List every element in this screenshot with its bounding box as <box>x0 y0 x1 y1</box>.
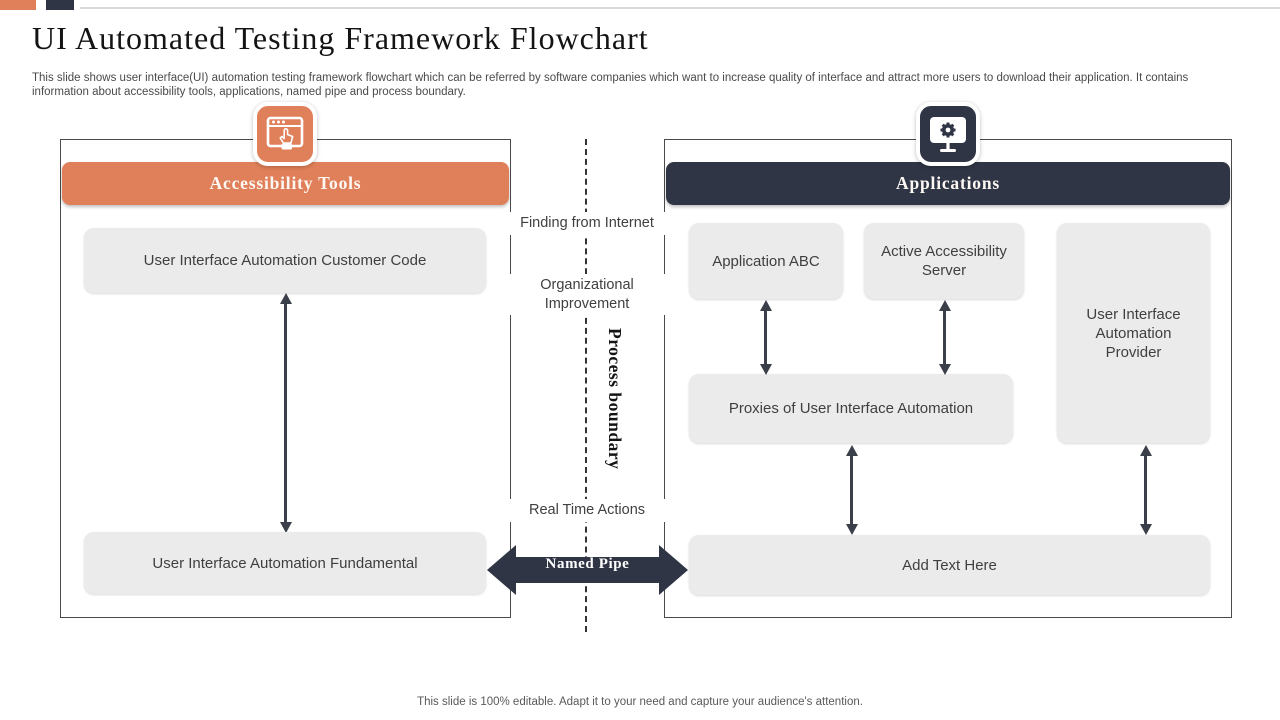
arrow-server-proxies <box>943 310 946 365</box>
flow-box-customer-code[interactable]: User Interface Automation Customer Code <box>84 228 486 293</box>
browser-click-icon-graphic <box>266 116 304 150</box>
editable-note: This slide is 100% editable. Adapt it to… <box>417 696 863 708</box>
label-real-time-actions: Real Time Actions <box>507 499 667 522</box>
named-pipe-label: Named Pipe <box>545 556 630 572</box>
applications-header-label: Applications <box>896 173 1000 193</box>
flow-box-application-abc[interactable]: Application ABC <box>689 223 843 299</box>
flow-box-ui-automation-provider[interactable]: User Interface Automation Provider <box>1057 223 1210 443</box>
process-boundary-dashed-line <box>585 139 587 632</box>
slide-description: This slide shows user interface(UI) auto… <box>32 72 1189 98</box>
accent-bar-dark <box>46 0 74 10</box>
arrow-customer-fundamental <box>284 303 287 523</box>
flow-box-active-accessibility-server[interactable]: Active Accessibility Server <box>864 223 1024 299</box>
flow-box-fundamental[interactable]: User Interface Automation Fundamental <box>84 532 486 594</box>
page-title: UI Automated Testing Framework Flowchart <box>32 20 649 56</box>
applications-header: Applications <box>666 162 1230 205</box>
named-pipe-arrow <box>487 545 688 595</box>
arrow-proxies-addtext <box>850 455 853 525</box>
browser-click-icon <box>253 102 317 166</box>
flow-box-add-text-here[interactable]: Add Text Here <box>689 535 1210 595</box>
top-divider-line <box>80 7 1280 9</box>
accessibility-tools-header-label: Accessibility Tools <box>209 173 362 193</box>
arrow-provider-addtext <box>1144 455 1147 525</box>
label-organizational-improvement: Organizational Improvement <box>507 274 667 315</box>
label-process-boundary: Process boundary <box>605 328 625 470</box>
accent-bar-orange <box>0 0 36 10</box>
label-finding-from-internet: Finding from Internet <box>507 212 667 235</box>
accessibility-tools-header: Accessibility Tools <box>62 162 509 205</box>
monitor-gear-icon-graphic <box>930 117 966 152</box>
arrow-abc-proxies <box>764 310 767 365</box>
monitor-gear-icon <box>916 102 980 166</box>
flow-box-proxies[interactable]: Proxies of User Interface Automation <box>689 374 1013 443</box>
